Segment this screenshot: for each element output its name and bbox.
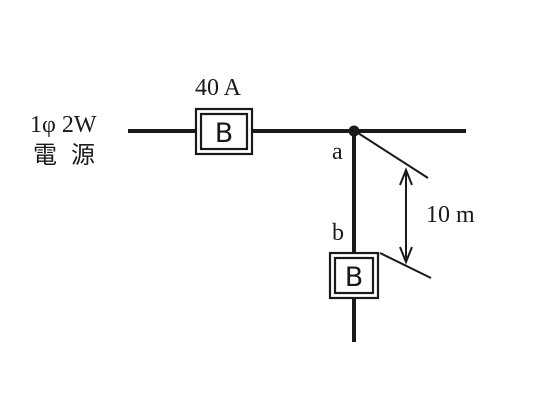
dimension-extension-bottom: [379, 252, 432, 279]
dimension-arrow: [399, 167, 413, 265]
point-b-label: b: [332, 220, 344, 246]
branch-breaker-symbol: B: [345, 262, 364, 293]
source-label-line2: 電 源: [33, 142, 99, 169]
main-breaker: B: [194, 107, 254, 156]
main-breaker-symbol: B: [215, 118, 234, 149]
source-label-line1: 1φ 2W: [30, 112, 97, 138]
dimension-length-label: 10 m: [426, 202, 475, 228]
dimension-extension-top: [357, 132, 429, 179]
branch-breaker: B: [328, 251, 380, 300]
main-breaker-rating: 40 A: [195, 75, 242, 101]
point-a-label: a: [332, 139, 343, 165]
